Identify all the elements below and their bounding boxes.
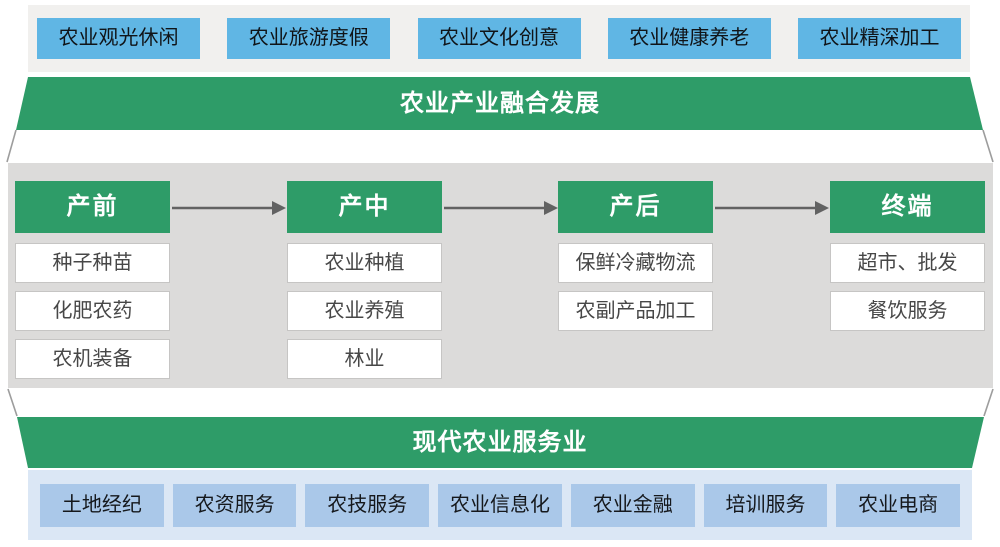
fold-line-bottom-left (7, 388, 18, 417)
column-header: 终端 (830, 181, 985, 233)
bottom-box-information: 农业信息化 (438, 483, 562, 527)
chain-item: 种子种苗 (15, 243, 170, 283)
chain-item: 农副产品加工 (558, 291, 713, 331)
column-post-production: 产后 保鲜冷藏物流 农副产品加工 (558, 181, 713, 339)
chain-item: 农机装备 (15, 339, 170, 379)
top-box-health: 农业健康养老 (607, 18, 771, 59)
column-in-production: 产中 农业种植 农业养殖 林业 (287, 181, 442, 387)
bottom-box-ecommerce: 农业电商 (836, 483, 961, 527)
chain-item: 化肥农药 (15, 291, 170, 331)
column-header: 产前 (15, 181, 170, 233)
bottom-box-training: 培训服务 (703, 483, 828, 527)
bottom-strip: 土地经纪 农资服务 农技服务 农业信息化 农业金融 培训服务 农业电商 (28, 470, 972, 540)
chain-item: 餐饮服务 (830, 291, 985, 331)
top-banner-label: 农业产业融合发展 (400, 90, 600, 117)
top-box-leisure: 农业观光休闲 (37, 18, 200, 59)
chain-item: 农业种植 (287, 243, 442, 283)
chain-panel: 产前 种子种苗 化肥农药 农机装备 产中 农业种植 农业养殖 林业 产后 保鲜冷… (8, 163, 993, 388)
chain-item: 保鲜冷藏物流 (558, 243, 713, 283)
top-strip: 农业观光休闲 农业旅游度假 农业文化创意 农业健康养老 农业精深加工 (28, 5, 970, 72)
chain-item: 超市、批发 (830, 243, 985, 283)
fold-line-bottom-right (983, 388, 994, 417)
bottom-box-technology: 农技服务 (305, 483, 430, 527)
top-box-processing: 农业精深加工 (798, 18, 961, 59)
column-header: 产中 (287, 181, 442, 233)
chain-item: 农业养殖 (287, 291, 442, 331)
chain-item: 林业 (287, 339, 442, 379)
bottom-banner-label: 现代农业服务业 (412, 429, 588, 456)
bottom-box-finance: 农业金融 (570, 483, 695, 527)
column-header: 产后 (558, 181, 713, 233)
column-pre-production: 产前 种子种苗 化肥农药 农机装备 (15, 181, 170, 387)
top-box-culture: 农业文化创意 (417, 18, 581, 59)
bottom-box-supplies: 农资服务 (172, 483, 297, 527)
top-box-tourism: 农业旅游度假 (227, 18, 391, 59)
fold-line-top-right (982, 129, 994, 163)
bottom-box-land: 土地经纪 (40, 483, 164, 527)
fold-line-top-left (6, 129, 17, 163)
column-terminal: 终端 超市、批发 餐饮服务 (830, 181, 985, 339)
